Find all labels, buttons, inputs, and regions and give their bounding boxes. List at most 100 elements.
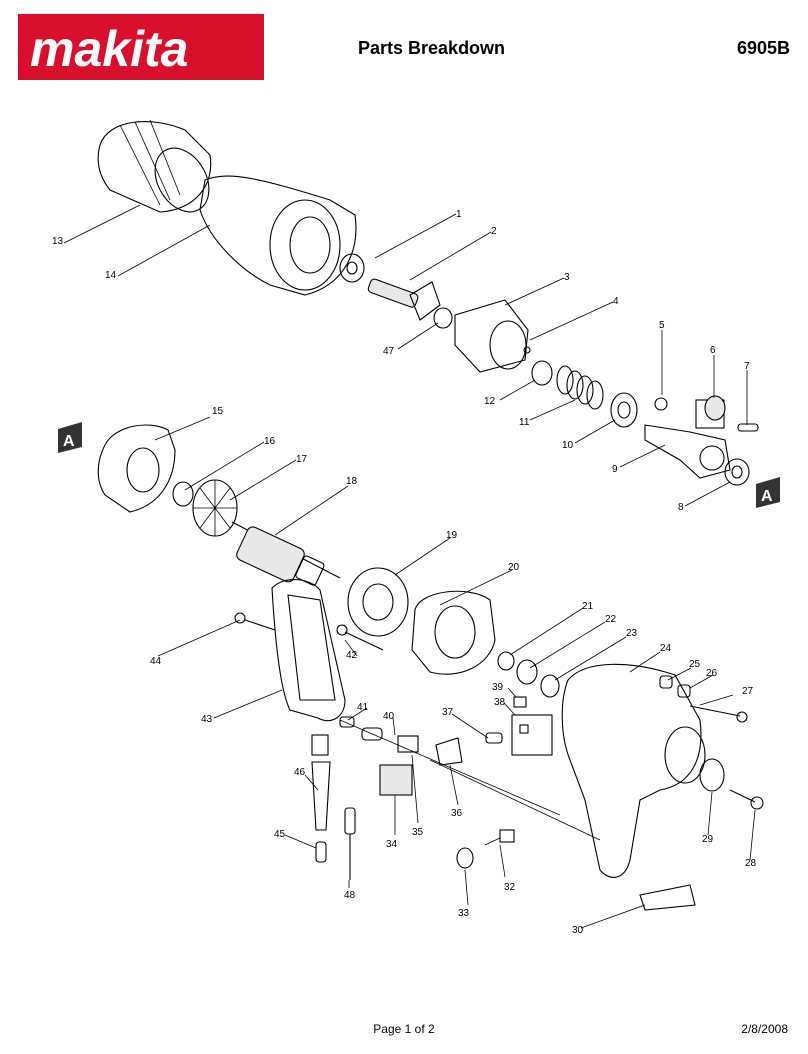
label-28: 28	[745, 858, 757, 869]
part-44-screw	[234, 612, 276, 631]
exploded-parts-diagram: A A 1 2 3 4 5 6	[52, 119, 780, 936]
part-26-nut	[677, 684, 691, 698]
label-17: 17	[296, 454, 308, 465]
svg-text:A: A	[63, 433, 75, 450]
label-10: 10	[562, 440, 574, 451]
leader-lines	[63, 204, 756, 929]
part-19-insulation-washer	[347, 567, 409, 637]
page-title: Parts Breakdown	[358, 38, 506, 58]
print-date: 2/8/2008	[741, 1022, 788, 1036]
part-28-screw	[729, 789, 764, 810]
svg-text:A: A	[761, 488, 773, 505]
part-6-gear	[695, 395, 726, 429]
part-36-brush-holder	[435, 737, 463, 766]
part-4-ring	[523, 346, 531, 354]
part-18-armature	[231, 521, 341, 586]
label-13: 13	[52, 236, 64, 247]
label-19: 19	[446, 530, 458, 541]
label-5: 5	[659, 320, 665, 331]
label-24: 24	[660, 643, 672, 654]
part-22-bearing	[516, 659, 538, 685]
part-8-washer	[724, 458, 750, 486]
model-number: 6905B	[736, 38, 790, 58]
part-number-labels: 1 2 3 4 5 6 7 8 9 10 11 12 13 14 15 16 1…	[52, 209, 757, 936]
part-1-washer	[339, 253, 365, 283]
label-15: 15	[212, 406, 224, 417]
label-3: 3	[564, 272, 570, 283]
label-38: 38	[494, 697, 506, 708]
part-2-spindle	[367, 278, 441, 321]
part-48-noise-suppressor	[344, 807, 356, 880]
label-48: 48	[344, 890, 356, 901]
label-12: 12	[484, 396, 496, 407]
part-17-fan	[192, 479, 238, 537]
label-20: 20	[508, 562, 520, 573]
part-34-capacitor	[379, 764, 413, 796]
label-6: 6	[710, 345, 716, 356]
part-23-ring	[540, 674, 560, 698]
label-26: 26	[706, 668, 718, 679]
label-34: 34	[386, 839, 398, 850]
part-43-handle-cover	[271, 579, 346, 722]
label-1: 1	[456, 209, 462, 220]
part-29-plate	[699, 758, 725, 792]
label-43: 43	[201, 714, 213, 725]
label-40: 40	[383, 711, 395, 722]
label-7: 7	[744, 361, 750, 372]
part-13-chuck-cover	[97, 119, 212, 213]
label-29: 29	[702, 834, 714, 845]
part-5-ball	[654, 397, 668, 411]
part-3-bearing-box	[454, 299, 529, 373]
label-8: 8	[678, 502, 684, 513]
label-22: 22	[605, 614, 617, 625]
part-30-name-plate	[639, 884, 696, 911]
part-39-pin	[513, 696, 527, 708]
part-24-motor-housing	[561, 663, 706, 878]
part-27-screw	[689, 705, 748, 723]
label-37: 37	[442, 707, 454, 718]
label-27: 27	[742, 686, 754, 697]
label-21: 21	[582, 601, 594, 612]
part-16-bearing	[172, 481, 194, 507]
label-41: 41	[357, 702, 369, 713]
label-25: 25	[689, 659, 701, 670]
part-9-shaft	[644, 424, 731, 479]
part-45-sleeve	[315, 841, 327, 863]
label-33: 33	[458, 908, 470, 919]
makita-logo: makita	[18, 14, 264, 80]
label-39: 39	[492, 682, 504, 693]
part-47-washer	[433, 307, 453, 329]
part-32-carbon-brush	[484, 829, 515, 846]
part-7-pin	[737, 423, 759, 432]
part-12-washer	[531, 360, 553, 386]
part-25-nut	[659, 675, 673, 689]
label-36: 36	[451, 808, 463, 819]
label-11: 11	[519, 417, 530, 428]
label-16: 16	[264, 436, 276, 447]
logo-text: makita	[30, 21, 188, 77]
label-4: 4	[613, 296, 619, 307]
ref-marker-a-left: A	[58, 422, 82, 453]
label-23: 23	[626, 628, 638, 639]
part-40-cord-clamp	[361, 727, 419, 753]
part-20-field	[411, 590, 496, 675]
page-number: Page 1 of 2	[373, 1022, 435, 1036]
part-41-cord-clamp	[339, 716, 355, 728]
label-35: 35	[412, 827, 424, 838]
part-15-baffle-plate	[97, 424, 176, 513]
label-18: 18	[346, 476, 358, 487]
part-33-brush-holder-cap	[456, 847, 474, 869]
part-14-gear-housing	[199, 175, 357, 296]
part-38-switch	[511, 714, 553, 756]
label-14: 14	[105, 270, 117, 281]
label-2: 2	[491, 226, 497, 237]
label-47: 47	[383, 346, 395, 357]
label-45: 45	[274, 829, 286, 840]
part-10-washer	[610, 392, 638, 428]
label-30: 30	[572, 925, 584, 936]
label-32: 32	[504, 882, 516, 893]
label-9: 9	[612, 464, 618, 475]
label-44: 44	[150, 656, 162, 667]
ref-marker-a-right: A	[756, 477, 780, 508]
part-11-spring	[556, 365, 604, 410]
